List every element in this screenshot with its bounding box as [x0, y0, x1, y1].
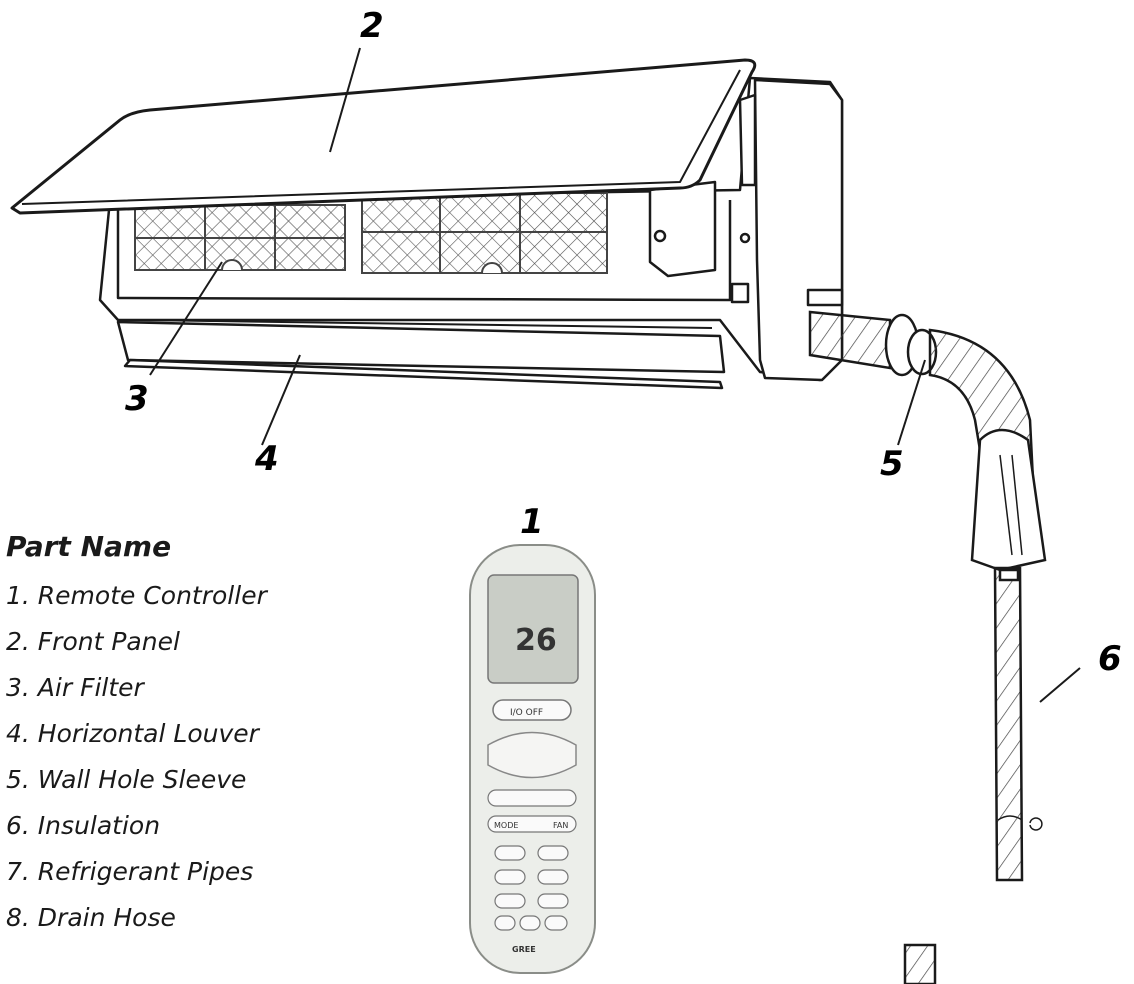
screw-hole: [655, 231, 665, 241]
callout-2: 2: [360, 6, 384, 46]
callout-1: 1: [520, 502, 544, 542]
unit-side-slot: [740, 95, 755, 185]
legend-item: 2. Front Panel: [0, 619, 330, 665]
remote-key[interactable]: [538, 870, 568, 884]
front-panel: [12, 60, 755, 213]
remote-fan-label: FAN: [553, 821, 568, 830]
drain-hose: [905, 945, 935, 984]
remote-key[interactable]: [495, 846, 525, 860]
insulation-pipe: [995, 568, 1022, 880]
remote-brand-logo: GREE: [512, 945, 536, 954]
remote-button-row-1[interactable]: [488, 790, 576, 806]
remote-dpad[interactable]: [488, 733, 576, 778]
part-name-legend: Part Name 1. Remote Controller 2. Front …: [0, 530, 330, 941]
remote-key[interactable]: [545, 916, 567, 930]
display-window: [732, 284, 748, 302]
legend-item: 6. Insulation: [0, 803, 330, 849]
legend-item: 4. Horizontal Louver: [0, 711, 330, 757]
remote-key[interactable]: [538, 894, 568, 908]
legend-item: 8. Drain Hose: [0, 895, 330, 941]
legend-item: 5. Wall Hole Sleeve: [0, 757, 330, 803]
callout-5: 5: [880, 444, 904, 484]
pipe-stub: [808, 290, 842, 305]
remote-key[interactable]: [538, 846, 568, 860]
legend-item: 3. Air Filter: [0, 665, 330, 711]
remote-key[interactable]: [495, 916, 515, 930]
remote-key[interactable]: [495, 894, 525, 908]
screw-hole-2: [741, 234, 749, 242]
remote-temp-readout: 26: [515, 623, 557, 658]
legend-item: 1. Remote Controller: [0, 573, 330, 619]
remote-controller: 26 I/O OFF MODE FAN GREE: [470, 545, 595, 973]
remote-power-label: I/O OFF: [510, 708, 543, 718]
remote-key[interactable]: [520, 916, 540, 930]
remote-key[interactable]: [495, 870, 525, 884]
remote-mode-label: MODE: [494, 821, 518, 830]
legend-list: 1. Remote Controller 2. Front Panel 3. A…: [0, 573, 330, 941]
callout-4: 4: [254, 439, 279, 479]
piping-assembly: [810, 312, 1045, 984]
legend-heading: Part Name: [6, 530, 330, 563]
callout-3: 3: [125, 379, 149, 419]
inner-compartment: [650, 182, 715, 276]
pipe-cutaway: [972, 430, 1045, 570]
front-panel-surface: [12, 60, 755, 213]
legend-item: 7. Refrigerant Pipes: [0, 849, 330, 895]
callout-6: 6: [1098, 639, 1122, 679]
